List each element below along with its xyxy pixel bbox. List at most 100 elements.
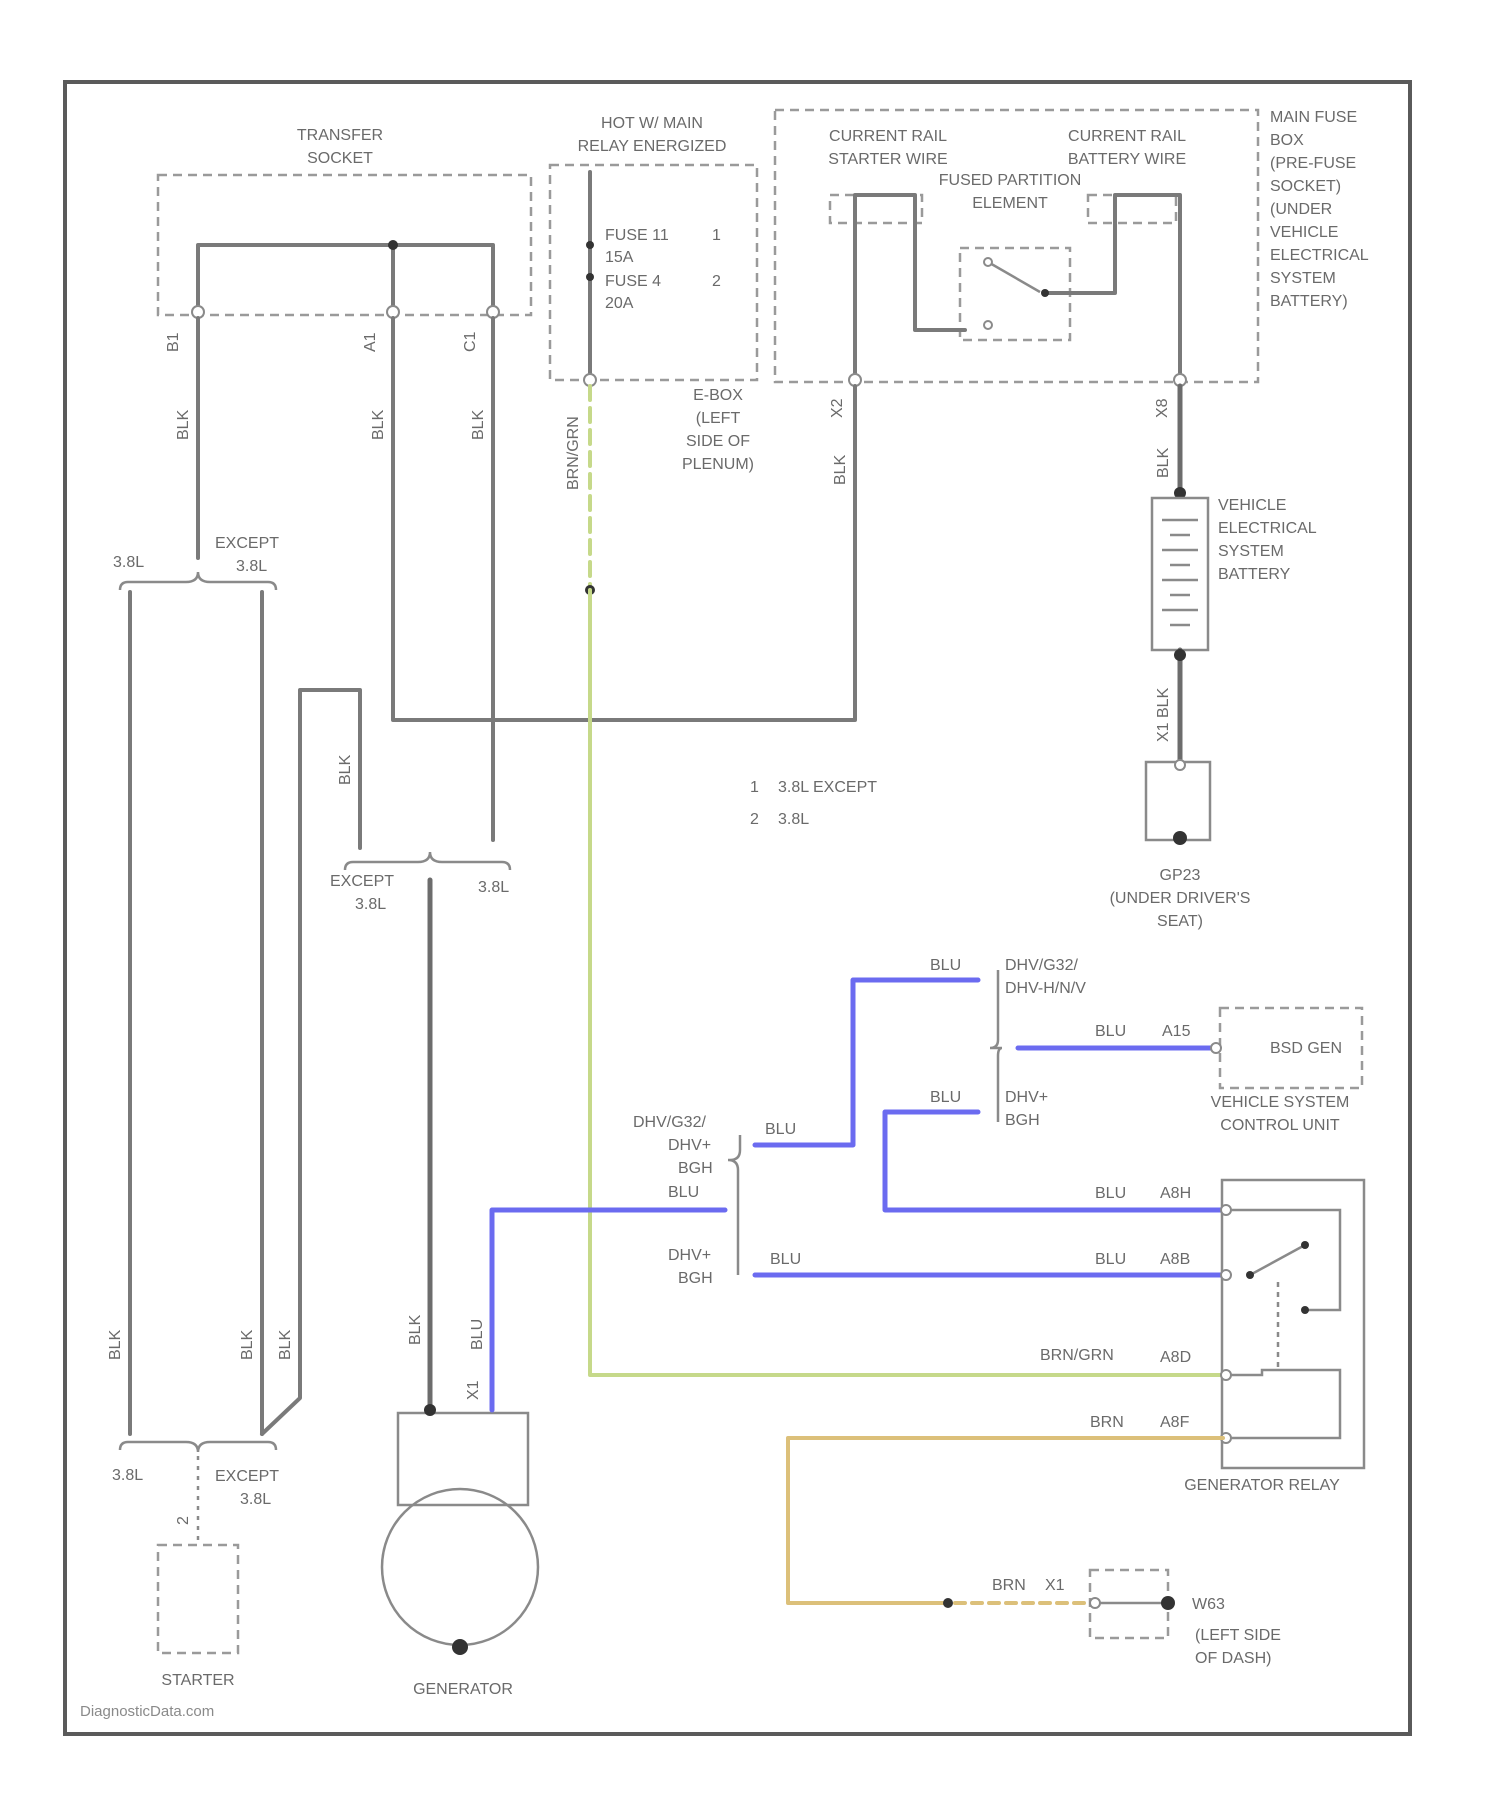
- wire-label-blk-battery-top: BLK: [1155, 447, 1172, 478]
- transfer-socket-subtitle: SOCKET: [307, 150, 373, 167]
- transfer-socket: TRANSFER SOCKET B1 A1 C1: [158, 127, 531, 352]
- generator-pin: X1: [465, 1380, 482, 1400]
- battery-label-4: BATTERY: [1218, 566, 1291, 583]
- fuse-11-label: FUSE 11: [605, 227, 669, 244]
- rail-starter-label-2: STARTER WIRE: [828, 151, 947, 168]
- note-1-text: 3.8L EXCEPT: [778, 779, 877, 796]
- w63-label: W63: [1192, 1596, 1225, 1613]
- rail-starter-label-1: CURRENT RAIL: [829, 128, 947, 145]
- pin-a8f: A8F: [1160, 1414, 1190, 1431]
- blue-branch-lower-1: DHV+: [668, 1247, 711, 1264]
- battery-label-3: SYSTEM: [1218, 543, 1284, 560]
- note-1-num: 1: [750, 779, 759, 796]
- wire-label-blk-battery-bottom: BLK: [1155, 687, 1172, 718]
- pin-b1: B1: [165, 332, 182, 352]
- hot-relay-title: HOT W/ MAIN: [601, 115, 703, 132]
- gp23-location-1: (UNDER DRIVER'S: [1110, 890, 1251, 907]
- ebox-label-4: PLENUM): [682, 456, 754, 473]
- blue-branch-left-1: DHV/G32/: [633, 1114, 706, 1131]
- wire-label-blk-b1: BLK: [175, 409, 192, 440]
- wire-label-blu-a8b: BLU: [1095, 1251, 1126, 1268]
- wire-label-blu-left: BLU: [668, 1184, 699, 1201]
- blu-wires: BLU BLU DHV/G32/ DHV+ BGH DHV+ BGH BLU B…: [469, 957, 1223, 1410]
- pin-w63-x1: X1: [1045, 1577, 1065, 1594]
- wire-label-blk-starter-right: BLK: [239, 1329, 256, 1360]
- wire-label-blk-loop: BLK: [277, 1329, 294, 1360]
- notes: 1 3.8L EXCEPT 2 3.8L: [750, 779, 877, 828]
- svg-text:MAIN FUSE: MAIN FUSE: [1270, 109, 1357, 126]
- branch-top-left: 3.8L: [113, 554, 144, 571]
- svg-text:BOX: BOX: [1270, 132, 1304, 149]
- pin-a15: A15: [1162, 1023, 1191, 1040]
- generator-relay: A8H A8B A8D A8F GENERATOR RELAY: [1160, 1180, 1364, 1494]
- generator: GENERATOR X1: [382, 1380, 538, 1698]
- blue-branch-left-3: BGH: [678, 1160, 713, 1177]
- battery-label-1: VEHICLE: [1218, 497, 1286, 514]
- pin-a8h: A8H: [1160, 1185, 1191, 1202]
- ground-w63: W63 (LEFT SIDE OF DASH): [1090, 1570, 1281, 1667]
- watermark: DiagnosticData.com: [80, 1703, 214, 1720]
- main-fuse-label: MAIN FUSE BOX (PRE-FUSE SOCKET) (UNDER V…: [1270, 109, 1369, 310]
- note-2-num: 2: [750, 811, 759, 828]
- transfer-socket-title: TRANSFER: [297, 127, 383, 144]
- wire-label-blu-middle: BLU: [930, 1089, 961, 1106]
- w63-location-1: (LEFT SIDE: [1195, 1627, 1281, 1644]
- wire-label-blu-a8h: BLU: [1095, 1185, 1126, 1202]
- gp23-label: GP23: [1160, 867, 1201, 884]
- brn-wire: BRN BRN X1: [788, 1414, 1223, 1608]
- hot-relay-subtitle: RELAY ENERGIZED: [578, 138, 727, 155]
- pin-x8: X8: [1154, 398, 1171, 418]
- pin-x2: X2: [829, 398, 846, 418]
- branch-top-right-1: EXCEPT: [215, 535, 279, 552]
- partition-label-2: ELEMENT: [972, 195, 1048, 212]
- blue-branch-left-2: DHV+: [668, 1137, 711, 1154]
- svg-text:SYSTEM: SYSTEM: [1270, 270, 1336, 287]
- main-fuse-box: CURRENT RAIL STARTER WIRE CURRENT RAIL B…: [775, 109, 1369, 418]
- wire-label-brn-ground: BRN: [992, 1577, 1026, 1594]
- note-2-text: 3.8L: [778, 811, 809, 828]
- wire-label-blk-a1: BLK: [370, 409, 387, 440]
- wire-label-blu-upper: BLU: [930, 957, 961, 974]
- branch-mid-left-2: 3.8L: [355, 896, 386, 913]
- rail-battery-label-1: CURRENT RAIL: [1068, 128, 1186, 145]
- battery-label-2: ELECTRICAL: [1218, 520, 1317, 537]
- branch-mid-left-1: EXCEPT: [330, 873, 394, 890]
- vscu-pin-label: BSD GEN: [1270, 1040, 1342, 1057]
- starter-pin: 2: [175, 1516, 192, 1525]
- fuse-4-label: FUSE 4: [605, 273, 661, 290]
- branch-bot-left: 3.8L: [112, 1467, 143, 1484]
- blue-branch-upper-1: DHV/G32/: [1005, 957, 1078, 974]
- gp23-location-2: SEAT): [1157, 913, 1203, 930]
- vscu-label-2: CONTROL UNIT: [1220, 1117, 1340, 1134]
- generator-relay-label: GENERATOR RELAY: [1184, 1477, 1340, 1494]
- vscu-label-1: VEHICLE SYSTEM: [1211, 1094, 1350, 1111]
- blue-branch-lower-2: BGH: [678, 1270, 713, 1287]
- branch-bot-right-1: EXCEPT: [215, 1468, 279, 1485]
- pin-a8b: A8B: [1160, 1251, 1190, 1268]
- wire-label-brngrn-relay: BRN/GRN: [1040, 1347, 1114, 1364]
- vehicle-system-control-unit: BSD GEN VEHICLE SYSTEM CONTROL UNIT: [1211, 1008, 1362, 1134]
- pin-a1: A1: [362, 332, 379, 352]
- pin-c1: C1: [462, 331, 479, 352]
- starter: 2 STARTER: [158, 1456, 238, 1689]
- w63-location-2: OF DASH): [1195, 1650, 1271, 1667]
- ebox-label-1: E-BOX: [693, 387, 743, 404]
- starter-label: STARTER: [161, 1672, 234, 1689]
- battery: BLK VEHICLE ELECTRICAL SYSTEM BATTERY BL…: [1152, 386, 1317, 760]
- fuse-11-note: 1: [712, 227, 721, 244]
- wire-label-blu-lower: BLU: [770, 1251, 801, 1268]
- wire-label-blk-starter-left: BLK: [107, 1329, 124, 1360]
- wire-label-blk-loop-top: BLK: [337, 754, 354, 785]
- ebox-label-3: SIDE OF: [686, 433, 750, 450]
- wire-label-brngrn-top: BRN/GRN: [565, 416, 582, 490]
- svg-text:VEHICLE: VEHICLE: [1270, 224, 1338, 241]
- wire-label-blk-c1: BLK: [470, 409, 487, 440]
- fuse-4-note: 2: [712, 273, 721, 290]
- svg-text:(UNDER: (UNDER: [1270, 201, 1332, 218]
- branch-top-right-2: 3.8L: [236, 558, 267, 575]
- rail-battery-label-2: BATTERY WIRE: [1068, 151, 1186, 168]
- fuse-4-rating: 20A: [605, 295, 634, 312]
- blue-branch-upper-2: DHV-H/N/V: [1005, 980, 1086, 997]
- branch-bot-right-2: 3.8L: [240, 1491, 271, 1508]
